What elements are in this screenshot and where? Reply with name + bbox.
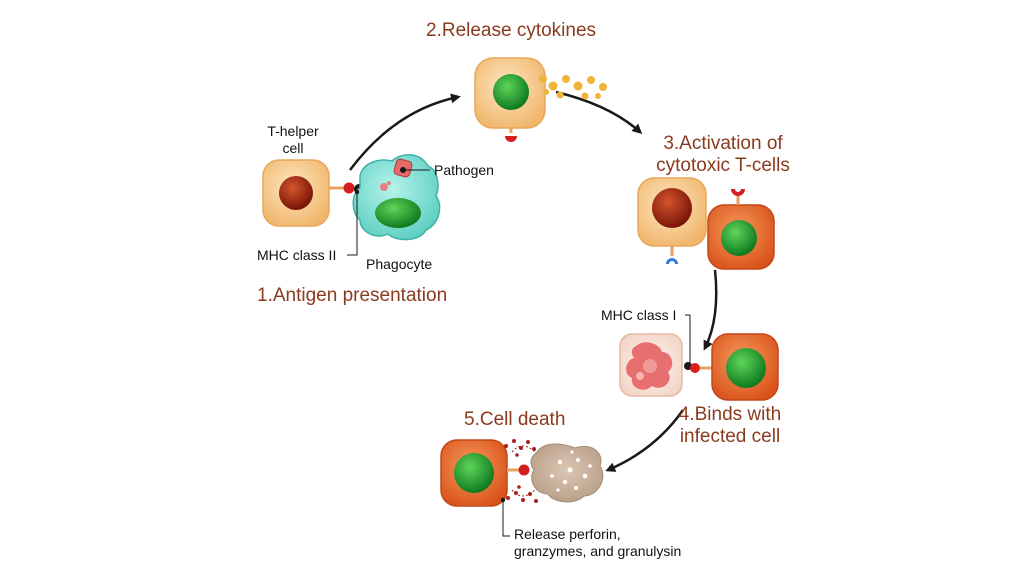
pathogen-label: Pathogen <box>434 162 494 178</box>
step4-title: 4.Binds with infected cell <box>660 404 800 448</box>
release-label-line2: granzymes, and granulysin <box>514 543 682 559</box>
step3-title-line1: 3.Activation of <box>663 133 783 154</box>
step2-title: 2.Release cytokines <box>426 20 597 41</box>
arrow-step1-to-step2 <box>349 93 461 171</box>
t-helper-label-line1: T-helper <box>267 123 319 139</box>
cytotoxic-t-cell-step4 <box>711 333 779 401</box>
mhc-class-ii-pointer <box>347 192 358 256</box>
cytotoxic-t-cell-step3 <box>707 189 775 270</box>
step1-title: 1.Antigen presentation <box>257 285 448 306</box>
phagocyte-label: Phagocyte <box>366 256 433 272</box>
phagocyte-cell <box>352 154 441 241</box>
arrow-step2-to-step3 <box>555 90 643 135</box>
step4-title-line1: 4.Binds with <box>678 404 782 425</box>
activated-helper-cell <box>474 57 546 142</box>
pathogen-icon <box>393 158 430 178</box>
t-helper-cell <box>262 159 330 227</box>
step3-title-line2: cytotoxic T-cells <box>656 155 790 176</box>
mhc-class-i-label: MHC class I <box>601 307 677 323</box>
mhc-class-i-receptor-icon <box>684 362 712 373</box>
release-label-line1: Release perforin, <box>514 526 621 542</box>
arrow-step3-to-step4 <box>703 269 718 351</box>
release-pointer <box>502 500 510 537</box>
perforin-granzyme-granules-icon <box>504 439 538 503</box>
step5-title: 5.Cell death <box>464 409 566 430</box>
dying-cell <box>530 443 604 503</box>
step3-title: 3.Activation of cytotoxic T-cells <box>648 133 798 177</box>
mhc-class-i-pointer <box>685 314 691 364</box>
t-helper-label: T-helper cell <box>258 123 328 157</box>
mhc-class-ii-label: MHC class II <box>257 247 337 263</box>
t-helper-label-line2: cell <box>282 140 304 156</box>
infected-cell <box>619 333 683 397</box>
arrow-step4-to-step5 <box>605 409 685 472</box>
release-label: Release perforin, granzymes, and granuly… <box>514 526 681 560</box>
helper-cell-step3 <box>637 177 707 264</box>
cytotoxic-t-cell-step5 <box>440 439 530 507</box>
step4-title-line2: infected cell <box>679 426 781 447</box>
cytokines-icon <box>539 75 607 100</box>
